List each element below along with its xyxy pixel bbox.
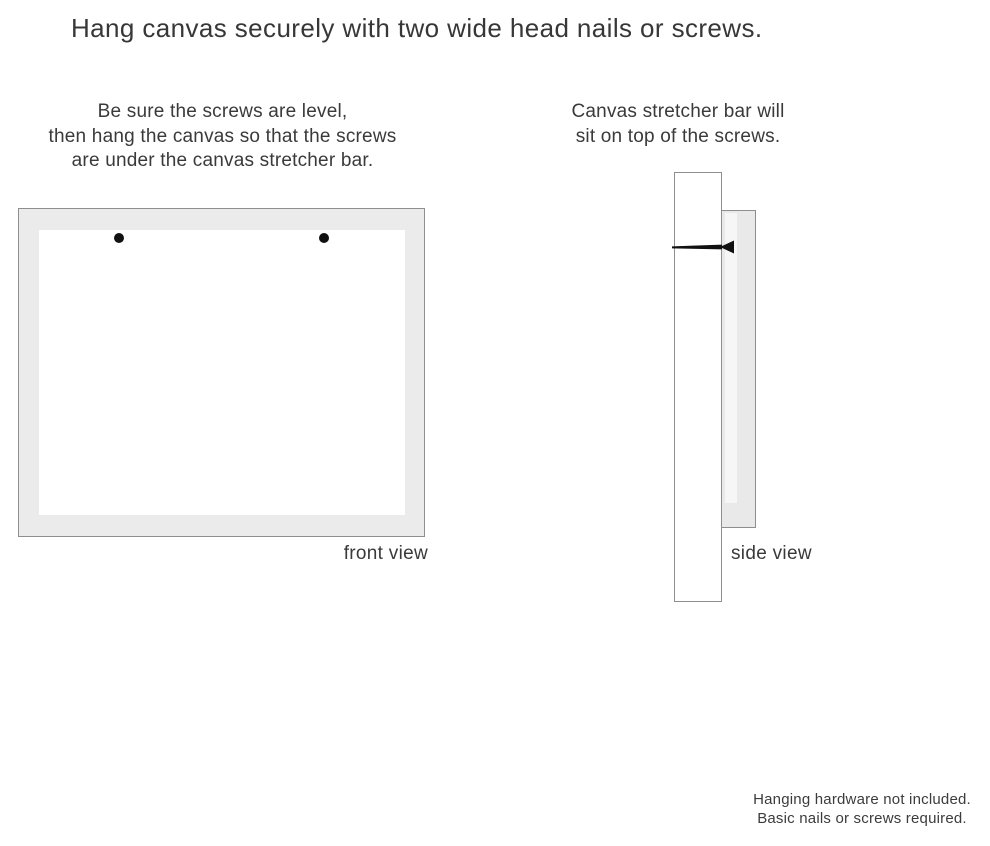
front-instruction-text: Be sure the screws are level, then hang …	[20, 100, 425, 174]
front-view-canvas-face	[39, 230, 405, 515]
screw-right-icon	[319, 233, 329, 243]
side-instruction-text: Canvas stretcher bar will sit on top of …	[540, 100, 816, 149]
side-view-label: side view	[731, 543, 812, 564]
side-view-stretcher-bar	[674, 172, 722, 602]
side-instruction-line-1: Canvas stretcher bar will	[571, 101, 785, 122]
front-view-label: front view	[343, 543, 428, 564]
front-instruction-line-1: Be sure the screws are level,	[97, 101, 348, 122]
side-view-canvas-face-strip	[725, 213, 737, 503]
page-title: Hang canvas securely with two wide head …	[71, 13, 763, 43]
hardware-note: Hanging hardware not included. Basic nai…	[737, 790, 987, 828]
nail-icon	[672, 240, 734, 254]
side-instruction-line-2: sit on top of the screws.	[575, 125, 781, 147]
front-instruction-line-3: are under the canvas stretcher bar.	[71, 150, 374, 171]
front-instruction-line-2: then hang the canvas so that the screws	[48, 125, 397, 147]
screw-left-icon	[114, 233, 124, 243]
hardware-note-line-1: Hanging hardware not included.	[753, 791, 971, 808]
hardware-note-line-2: Basic nails or screws required.	[757, 810, 967, 827]
